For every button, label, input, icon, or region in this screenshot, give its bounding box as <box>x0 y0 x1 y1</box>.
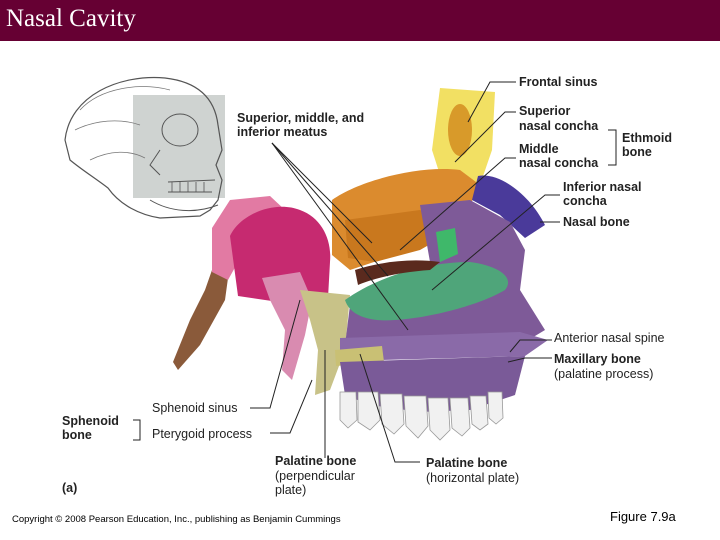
label-middle-concha-line2: nasal concha <box>519 156 599 170</box>
inferior-nasal-concha <box>345 262 509 321</box>
pterygoid-process <box>262 272 312 380</box>
inferior-meatus <box>355 260 440 285</box>
figure-reference: Figure 7.9a <box>610 509 676 524</box>
label-pterygoid-process: Pterygoid process <box>152 427 252 441</box>
label-ethmoid-line2: bone <box>622 145 652 159</box>
label-superior-concha-line1: Superior <box>519 104 571 118</box>
label-anterior-nasal-spine: Anterior nasal spine <box>554 331 665 345</box>
label-meatus-line2: inferior meatus <box>237 125 327 139</box>
label-panel-a: (a) <box>62 481 77 495</box>
label-sphenoid-sinus: Sphenoid sinus <box>152 401 237 415</box>
label-frontal-sinus: Frontal sinus <box>519 75 598 89</box>
frontal-sinus-cavity <box>448 104 472 156</box>
label-nasal-bone: Nasal bone <box>563 215 630 229</box>
ethmoid-green-patch <box>436 228 458 262</box>
label-sphenoid-line2: bone <box>62 428 92 442</box>
label-maxillary-line2: (palatine process) <box>554 367 653 381</box>
nasal-bone <box>472 175 545 238</box>
nasal-cavity-diagram: Frontal sinus Superior, middle, and infe… <box>62 75 672 497</box>
label-superior-concha-line2: nasal concha <box>519 119 599 133</box>
leader-lines <box>133 81 617 463</box>
label-meatus-line1: Superior, middle, and <box>237 111 364 125</box>
label-palatine-perp-line1: Palatine bone <box>275 454 356 468</box>
label-inferior-concha-line2: concha <box>563 194 608 208</box>
palatine-process <box>340 332 548 362</box>
label-maxillary-line1: Maxillary bone <box>554 352 641 366</box>
label-inferior-concha-line1: Inferior nasal <box>563 180 642 194</box>
label-palatine-perp-line2: (perpendicular <box>275 469 355 483</box>
label-palatine-horiz-line2: (horizontal plate) <box>426 471 519 485</box>
skull-inset <box>64 76 225 219</box>
sphenoid-sinus <box>230 206 331 305</box>
title-bar: Nasal Cavity <box>0 0 720 41</box>
label-palatine-horiz-line1: Palatine bone <box>426 456 507 470</box>
label-middle-concha-line1: Middle <box>519 142 559 156</box>
teeth <box>339 391 504 441</box>
label-ethmoid-line1: Ethmoid <box>622 131 672 145</box>
copyright-notice: Copyright © 2008 Pearson Education, Inc.… <box>12 514 341 525</box>
slide-title: Nasal Cavity <box>6 5 136 32</box>
palatine-perpendicular-plate <box>300 290 350 395</box>
label-sphenoid-line1: Sphenoid <box>62 414 119 428</box>
label-palatine-perp-line3: plate) <box>275 483 306 497</box>
